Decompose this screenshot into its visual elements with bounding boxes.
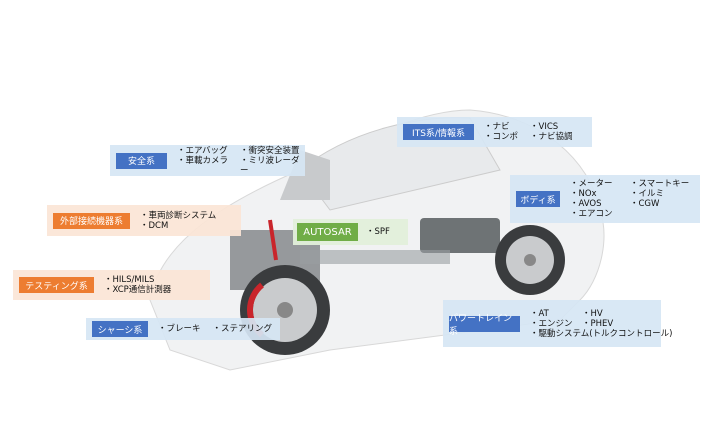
its-system-box: ITS系/情報系 ・ナビ ・VICS ・コンポ ・ナビ協調 <box>397 117 592 147</box>
autosar-label: AUTOSAR <box>297 223 358 241</box>
item: ・エアコン <box>570 209 613 219</box>
testing-system-label: テスティング系 <box>19 277 94 293</box>
external-device-system-box: 外部接続機器系 ・車両診断システム ・DCM <box>47 205 241 236</box>
item: ・CGW <box>630 199 660 209</box>
item: ・PHEV <box>582 318 614 329</box>
safety-system-box: 安全系 ・エアバッグ ・衝突安全装置 ・車載カメラ ・ミリ波レーダー <box>110 145 305 176</box>
item: ・AT <box>530 308 549 319</box>
item: ・イルミ <box>630 189 665 199</box>
item: ・スマートキー <box>630 179 690 189</box>
item: ・駆動システム(トルクコントロール) <box>530 328 673 339</box>
item: ・メーター <box>570 179 613 189</box>
item: ・DCM <box>140 220 169 231</box>
item: ・ナビ協調 <box>530 132 573 142</box>
item: ・SPF <box>366 227 390 237</box>
item: ・AVOS <box>570 199 602 209</box>
safety-system-label: 安全系 <box>116 152 167 169</box>
item: ・衝突安全装置 <box>240 145 300 156</box>
autosar-box: AUTOSAR ・SPF <box>293 219 408 245</box>
item: ・XCP通信計測器 <box>104 285 172 295</box>
item: ・NOx <box>570 189 597 199</box>
item: ・車載カメラ <box>177 155 229 166</box>
chassis-system-label: シャーシ系 <box>92 321 148 337</box>
item: ・コンポ <box>484 132 519 142</box>
item: ・エアバッグ <box>177 145 228 156</box>
powertrain-system-label: パワートレイン系 <box>449 314 520 337</box>
item: ・ナビ <box>484 122 510 132</box>
item: ・ブレーキ <box>158 324 201 334</box>
body-system-box: ボディ系 ・メーター ・スマートキー ・NOx ・イルミ ・AVOS ・CGW … <box>510 175 700 223</box>
its-system-label: ITS系/情報系 <box>403 124 474 140</box>
item: ・エンジン <box>530 318 573 329</box>
item: ・ミリ波レーダー <box>240 155 300 176</box>
body-system-label: ボディ系 <box>516 191 560 207</box>
item: ・HV <box>582 308 603 319</box>
powertrain-system-box: パワートレイン系 ・AT ・HV ・エンジン ・PHEV ・駆動システム(トルク… <box>443 300 672 347</box>
chassis-system-box: シャーシ系 ・ブレーキ ・ステアリング <box>86 318 280 340</box>
external-device-system-label: 外部接続機器系 <box>53 212 130 229</box>
item: ・車両診断システム <box>140 210 217 221</box>
item: ・VICS <box>530 122 559 132</box>
item: ・HILS/MILS <box>104 275 155 285</box>
item: ・ステアリング <box>212 324 273 334</box>
testing-system-box: テスティング系 ・HILS/MILS ・XCP通信計測器 <box>13 270 210 300</box>
